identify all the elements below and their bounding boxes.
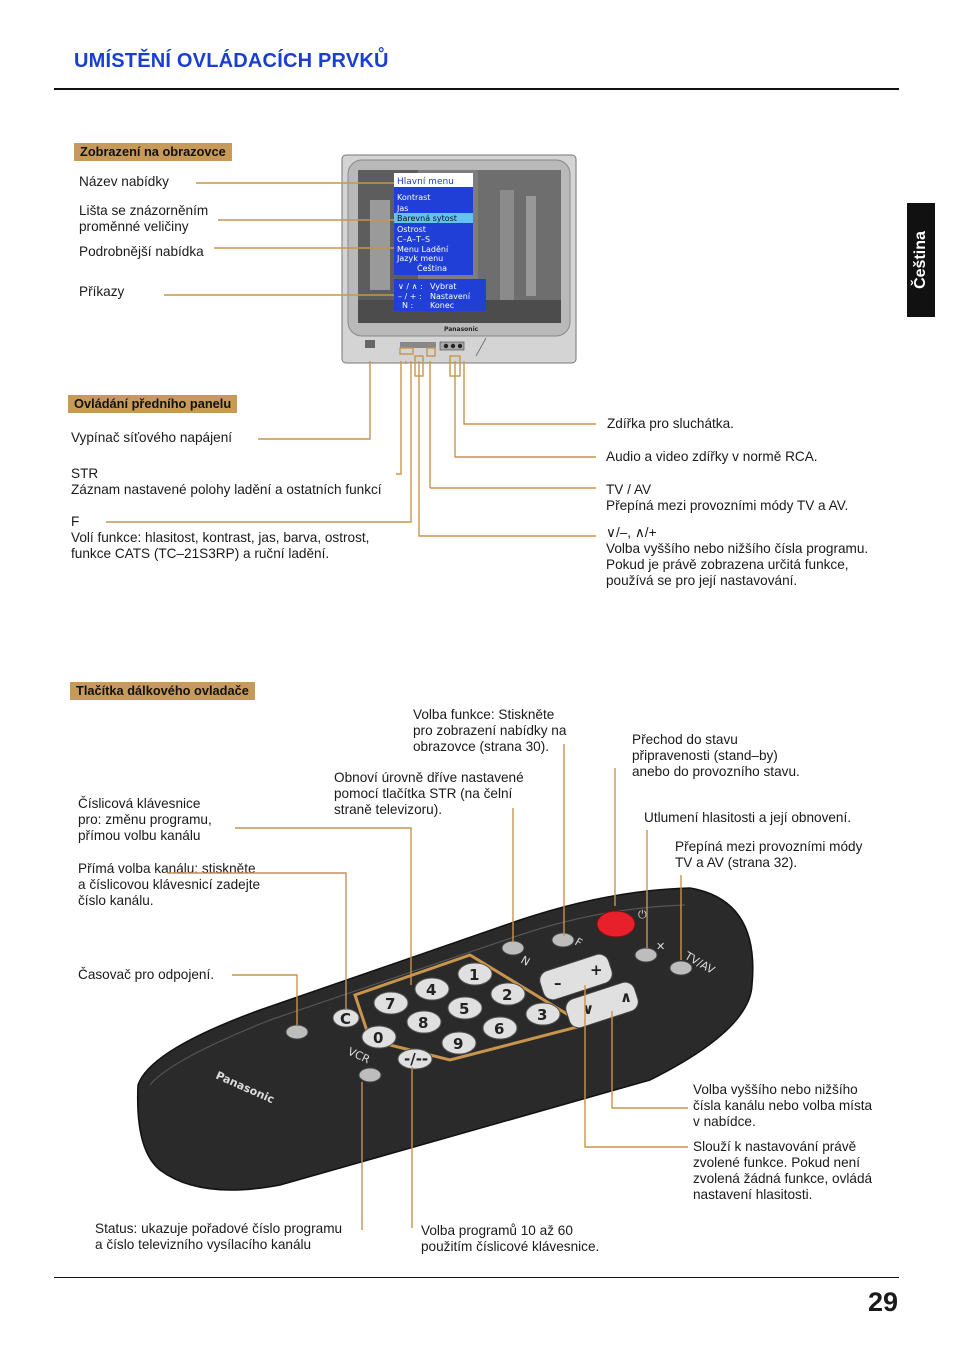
page-title: UMÍSTĚNÍ OVLÁDACÍCH PRVKŮ bbox=[74, 50, 389, 72]
osd-menu-title: Hlavní menu bbox=[397, 177, 454, 187]
key-3-label: 3 bbox=[537, 1006, 547, 1024]
key-3[interactable] bbox=[525, 1002, 561, 1026]
key-5-label: 5 bbox=[459, 1000, 469, 1018]
label-prog-updown: Volba vyššího nebo nižšího čísla kanálu … bbox=[693, 1082, 873, 1129]
label-prog-buttons: ∨/–, ∧/+ Volba vyššího nebo nižšího čísl… bbox=[606, 525, 869, 588]
osd-cmd-action: Nastavení bbox=[430, 292, 471, 301]
mute-icon: ✕ bbox=[656, 940, 665, 953]
language-tab: Čeština bbox=[907, 203, 935, 317]
key-0[interactable] bbox=[361, 1025, 397, 1049]
footer-rule bbox=[54, 1277, 899, 1278]
osd-main-menu bbox=[394, 173, 473, 275]
n-button[interactable] bbox=[501, 940, 525, 956]
minus-icon: – bbox=[554, 974, 562, 992]
label-commands: Příkazy bbox=[79, 284, 125, 299]
label-recall: Obnoví úrovně dříve nastavené pomocí tla… bbox=[334, 770, 524, 817]
osd-commands-box bbox=[394, 279, 486, 311]
label-mute: Utlumení hlasitosti a její obnovení. bbox=[644, 810, 852, 825]
page-number: 29 bbox=[867, 1287, 898, 1317]
label-submenu: Podrobnější nabídka bbox=[79, 244, 204, 259]
section-heading-screen: Zobrazení na obrazovce bbox=[74, 143, 232, 161]
key-9-label: 9 bbox=[453, 1035, 463, 1053]
key-8[interactable] bbox=[406, 1010, 442, 1034]
plus-icon: + bbox=[590, 961, 603, 979]
section-heading-front-panel: Ovládání předního panelu bbox=[68, 395, 238, 413]
label-numpad: Číslicová klávesnice pro: změnu programu… bbox=[78, 796, 212, 843]
mute-button[interactable] bbox=[634, 947, 658, 963]
callouts-remote bbox=[167, 744, 688, 1230]
key-2[interactable] bbox=[490, 982, 526, 1006]
tv-brand: Panasonic bbox=[444, 326, 479, 333]
key-6-label: 6 bbox=[494, 1020, 504, 1038]
label-tv-av: TV / AV Přepíná mezi provozními módy TV … bbox=[606, 482, 849, 513]
osd-item: Menu Ladění bbox=[397, 245, 449, 254]
standby-button[interactable] bbox=[596, 910, 636, 938]
numpad: 1 2 3 4 5 6 7 8 9 0 -/-- bbox=[361, 962, 561, 1070]
label-timer: Časovač pro odpojení. bbox=[78, 967, 215, 982]
key-4-label: 4 bbox=[426, 981, 436, 999]
callouts-screen bbox=[164, 182, 394, 296]
osd-item: Čeština bbox=[417, 262, 447, 273]
key-4[interactable] bbox=[414, 977, 450, 1001]
label-adjust: Slouží k nastavování právě zvolené funkc… bbox=[693, 1139, 873, 1202]
label-tvav-remote: Přepíná mezi provozními módy TV a AV (st… bbox=[675, 839, 863, 870]
osd-cmd-key: ∨ / ∧ : bbox=[398, 282, 423, 291]
label-headphones: Zdířka pro sluchátka. bbox=[607, 416, 734, 431]
header-rule bbox=[54, 88, 899, 90]
label-prog-10-60: Volba programů 10 až 60 použitím číslico… bbox=[421, 1223, 600, 1254]
key-9[interactable] bbox=[441, 1031, 477, 1055]
label-standby: Přechod do stavu připravenosti (stand–by… bbox=[632, 732, 800, 779]
osd-item: Jazyk menu bbox=[396, 254, 443, 263]
key-2-label: 2 bbox=[502, 986, 512, 1004]
remote-illustration: Panasonic 1 2 3 4 5 6 7 8 9 0 -/-- bbox=[136, 887, 754, 1191]
osd-cmd-key: – / + : bbox=[398, 292, 422, 301]
osd-item: Jas bbox=[396, 204, 408, 213]
osd-cmd-action: Konec bbox=[430, 301, 454, 310]
osd-item-highlighted: Barevná sytost bbox=[397, 214, 457, 223]
osd-cmd-action: Vybrat bbox=[430, 282, 456, 291]
front-buttons bbox=[400, 342, 436, 348]
osd-item: Kontrast bbox=[397, 193, 430, 202]
osd-item: C–A–T–S bbox=[397, 235, 430, 244]
label-function: Volba funkce: Stiskněte pro zobrazení na… bbox=[413, 707, 567, 754]
label-rca: Audio a video zdířky v normě RCA. bbox=[606, 449, 818, 464]
chevron-down-icon: ∨ bbox=[582, 1000, 594, 1018]
label-menu-name: Název nabídky bbox=[79, 174, 169, 189]
key-6[interactable] bbox=[482, 1016, 518, 1040]
key-dash[interactable] bbox=[397, 1048, 433, 1070]
callouts-front bbox=[106, 347, 596, 537]
status-button[interactable] bbox=[358, 1067, 382, 1083]
label-str: STR Záznam nastavené polohy ladění a ost… bbox=[71, 466, 382, 497]
label-bar: Lišta se znázorněním proměnné veličiny bbox=[79, 203, 209, 234]
key-8-label: 8 bbox=[418, 1014, 428, 1032]
f-label: F bbox=[573, 935, 585, 949]
f-button[interactable] bbox=[551, 932, 575, 948]
key-7[interactable] bbox=[373, 991, 409, 1015]
tv-illustration: Hlavní menu Kontrast Jas Barevná sytost … bbox=[341, 154, 577, 364]
key-5[interactable] bbox=[447, 996, 483, 1020]
volume-rocker[interactable] bbox=[537, 952, 615, 1003]
timer-button[interactable] bbox=[285, 1024, 309, 1040]
program-rocker[interactable] bbox=[563, 980, 641, 1031]
tvav-button[interactable] bbox=[669, 960, 693, 976]
label-f: F Volí funkce: hlasitost, kontrast, jas,… bbox=[71, 514, 370, 561]
osd-cmd-key: N : bbox=[402, 301, 413, 310]
key-1[interactable] bbox=[457, 962, 493, 986]
power-switch bbox=[365, 340, 375, 348]
key-1-label: 1 bbox=[469, 966, 479, 984]
label-status: Status: ukazuje pořadové číslo programu … bbox=[95, 1221, 343, 1252]
label-power-switch: Vypínač síťového napájení bbox=[71, 430, 233, 445]
label-direct: Přímá volba kanálu: stiskněte a číslicov… bbox=[78, 861, 261, 908]
c-button-label: C bbox=[340, 1010, 351, 1028]
chevron-up-icon: ∧ bbox=[620, 988, 632, 1006]
key-0-label: 0 bbox=[373, 1029, 383, 1047]
section-heading-remote: Tlačítka dálkového ovladače bbox=[70, 682, 255, 700]
key-7-label: 7 bbox=[385, 995, 395, 1013]
key-dash-label: -/-- bbox=[404, 1050, 428, 1068]
power-icon: ⏻ bbox=[638, 908, 647, 921]
osd-item: Ostrost bbox=[397, 225, 426, 234]
